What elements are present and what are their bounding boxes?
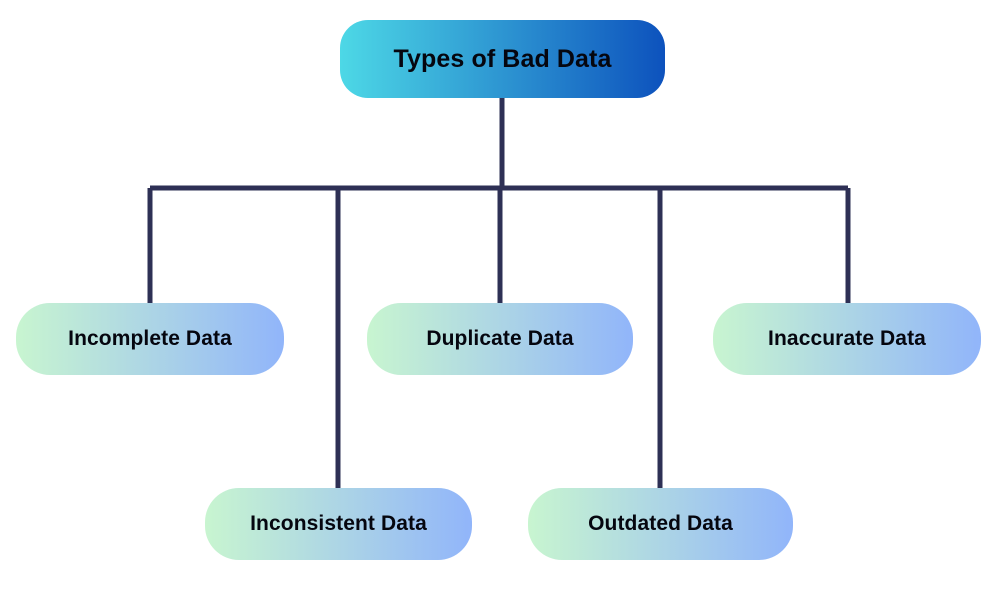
child-node-outdated-data[interactable]: Outdated Data (528, 488, 793, 560)
connector-lines (147, 98, 851, 488)
child-node-duplicate-data[interactable]: Duplicate Data (367, 303, 633, 375)
child-node-incomplete-data[interactable]: Incomplete Data (16, 303, 284, 375)
child-node-inaccurate-data[interactable]: Inaccurate Data (713, 303, 981, 375)
child-node-label: Incomplete Data (68, 327, 232, 351)
child-node-label: Inconsistent Data (250, 512, 427, 536)
child-node-label: Duplicate Data (426, 327, 574, 351)
root-node-types-of-bad-data[interactable]: Types of Bad Data (340, 20, 665, 98)
child-node-label: Inaccurate Data (768, 327, 926, 351)
child-node-inconsistent-data[interactable]: Inconsistent Data (205, 488, 472, 560)
root-node-label: Types of Bad Data (393, 45, 612, 73)
child-node-label: Outdated Data (588, 512, 733, 536)
